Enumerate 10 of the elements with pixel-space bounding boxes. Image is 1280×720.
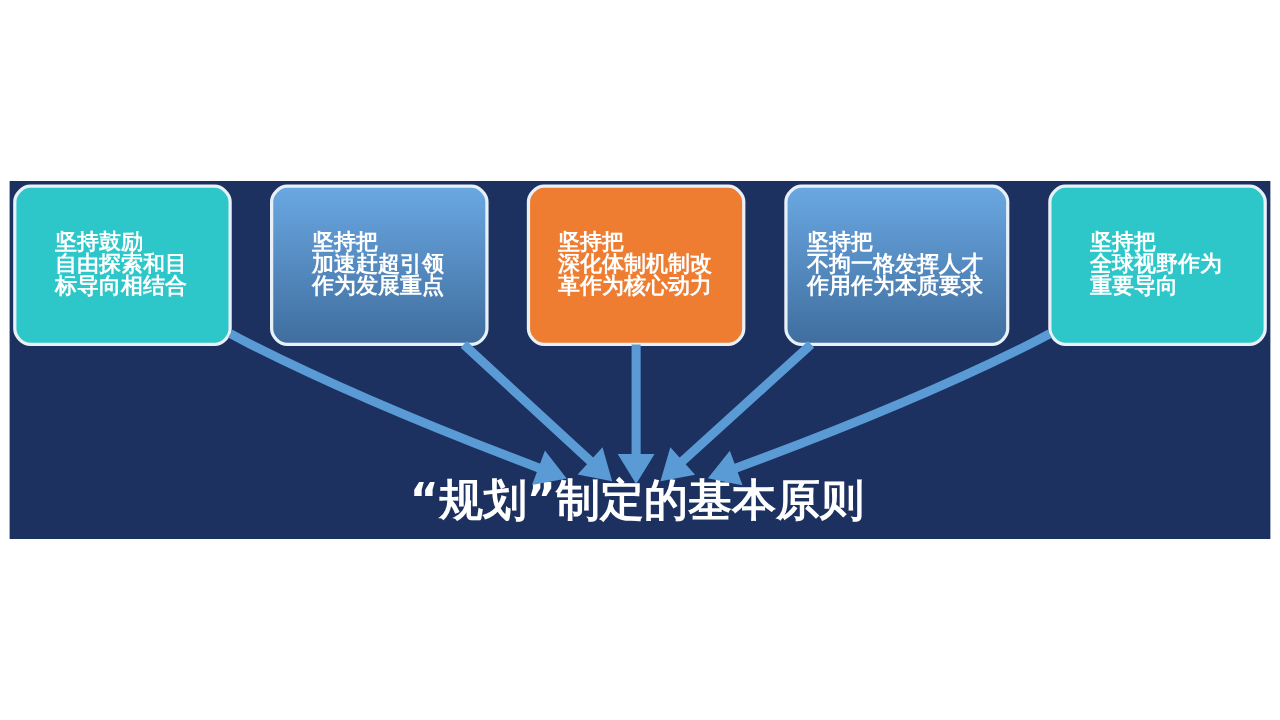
arrow xyxy=(660,341,815,482)
node-box: 坚持鼓励 自由探索和目标导向相结合 xyxy=(13,184,232,347)
arrow xyxy=(228,329,567,486)
arrow xyxy=(617,344,655,485)
node-box: 坚持把 深化体制机制改革作为核心动力 xyxy=(526,184,746,347)
node-box: 坚持把 全球视野作为重要导向 xyxy=(1048,184,1267,347)
node-box: 坚持把 不拘一格发挥人才作用作为本质要求 xyxy=(784,184,1010,347)
arrow xyxy=(707,329,1052,486)
node-box: 坚持把 加速赶超引领作为发展重点 xyxy=(270,184,489,347)
arrow xyxy=(460,341,613,482)
